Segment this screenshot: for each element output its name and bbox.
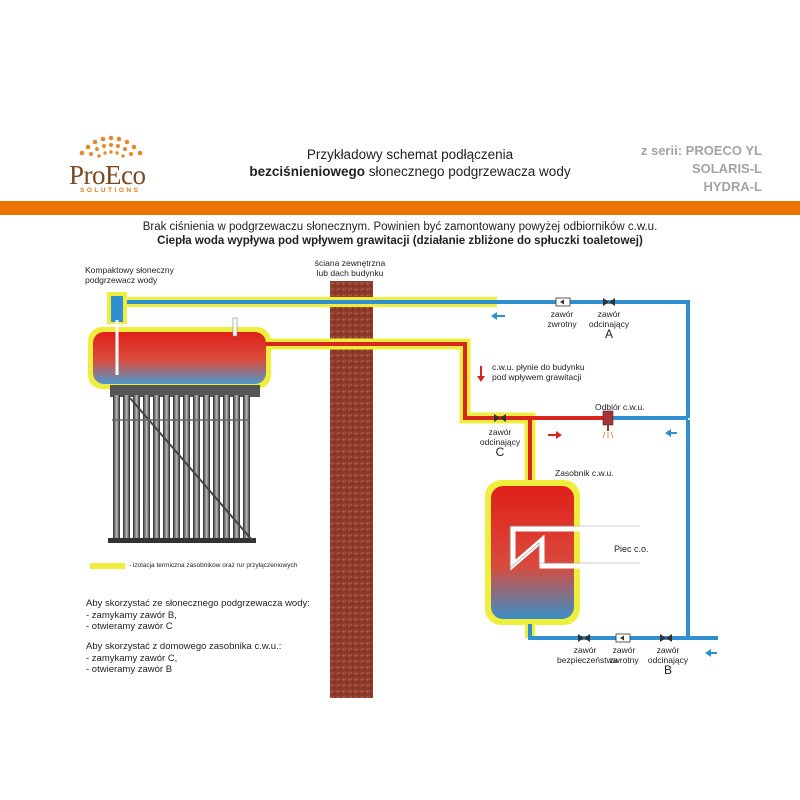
instructions-solar-title: Aby skorzystać ze słonecznego podgrzewac…	[86, 598, 310, 609]
check-valve-bottom-label-line1: zawór	[612, 645, 636, 655]
flow-arrow-cold-bottom	[705, 649, 717, 657]
wall-label-line2: lub dach budynku	[316, 268, 384, 278]
shutoff-valve-a-label-line1: zawór	[597, 309, 621, 319]
hot-pipe	[266, 342, 610, 420]
sun-rays-icon	[79, 135, 143, 158]
logo-text: ProEco	[69, 160, 146, 190]
solar-heater-tank	[93, 332, 266, 384]
shutoff-valve-b	[660, 634, 672, 642]
instructions-home: Aby skorzystać z domowego zasobnika c.w.…	[86, 641, 281, 676]
check-valve-bottom	[615, 633, 631, 643]
boiler-coil-outline	[509, 525, 640, 569]
safety-valve	[578, 634, 590, 642]
shutoff-valve-c-label-line2: odcinający	[479, 437, 521, 447]
wall-label: ściana zewnętrzna lub dach budynku	[300, 258, 400, 278]
check-valve-top-label-line2: zwrotny	[547, 319, 577, 329]
intro-line2: Ciepła woda wypływa pod wpływem grawitac…	[157, 235, 643, 247]
outlet-label: Odbiór c.w.u.	[595, 402, 645, 412]
instructions-home-step2: - otwieramy zawór B	[86, 664, 173, 675]
building-wall	[330, 281, 373, 698]
title-rest: słonecznego podgrzewacza wody	[364, 164, 571, 179]
header-accent-bar	[0, 201, 800, 215]
instructions-solar-step1: - zamykamy zawór B,	[86, 609, 177, 621]
vacuum-tube-collector	[108, 385, 260, 543]
check-valve-bottom-label: zawór zwrotny	[602, 645, 646, 665]
insulation-legend-swatch	[90, 563, 125, 569]
safety-valve-label-line1: zawór	[573, 645, 597, 655]
instructions-home-title: Aby skorzystać z domowego zasobnika c.w.…	[86, 641, 282, 652]
flow-arrow-cold-top	[491, 312, 505, 320]
instructions-home-step1: - zamykamy zawór C,	[86, 652, 178, 664]
check-valve-top	[555, 297, 571, 307]
flow-arrow-cold-right	[665, 429, 677, 437]
check-valve-bottom-label-line2: zwrotny	[609, 655, 639, 665]
heater-inlet	[111, 296, 123, 322]
shutoff-valve-b-label-line1: zawór	[656, 645, 680, 655]
valve-letter-c: C	[495, 445, 505, 459]
boiler-label: Piec c.o.	[614, 544, 649, 554]
flow-arrow-hot-down	[477, 366, 485, 382]
instructions-solar: Aby skorzystać ze słonecznego podgrzewac…	[86, 598, 310, 633]
flow-note: c.w.u. płynie do budynku pod wpływem gra…	[492, 362, 585, 382]
insulation-legend-text: - izolacja termiczna zasobników oraz rur…	[129, 562, 298, 569]
intro-line1: Brak ciśnienia w podgrzewaczu słonecznym…	[142, 221, 658, 233]
outlet-tap	[602, 410, 614, 439]
page-title-line1: Przykładowy schemat podłączenia	[306, 147, 514, 162]
check-valve-top-label-line1: zawór	[550, 309, 574, 319]
cold-pipe-top	[117, 300, 690, 418]
valve-letter-b: B	[663, 663, 672, 677]
shutoff-valve-b-label: zawór odcinający B	[643, 645, 693, 677]
shutoff-valve-a-label-line2: odcinający	[588, 319, 630, 329]
series-line-1: z serii: PROECO YL	[640, 143, 762, 158]
safety-valve-label: zawór bezpieczeństwa	[557, 645, 618, 665]
logo: ProEco SOLUTIONS	[66, 130, 156, 194]
cold-supply-pipe	[528, 624, 718, 640]
shutoff-valve-a-label: zawór odcinający A	[585, 309, 633, 341]
shutoff-valve-a	[603, 298, 615, 306]
heater-label: Kompaktowy słoneczny podgrzewacz wody	[85, 265, 174, 285]
flow-arrow-hot-right	[548, 431, 562, 439]
check-valve-top-label: zawór zwrotny	[538, 309, 586, 329]
series-list: z serii: PROECO YL SOLARIS-L HYDRA-L	[641, 142, 762, 196]
title-bold-word: bezciśnieniowego	[249, 164, 365, 179]
storage-tank	[491, 486, 574, 619]
heater-label-line2: podgrzewacz wody	[85, 275, 158, 285]
shutoff-valve-c-label: zawór odcinający C	[476, 427, 524, 459]
insulated-hot-pipe	[266, 338, 536, 482]
wall-label-line1: ściana zewnętrzna	[314, 258, 386, 268]
shutoff-valve-c-label-line1: zawór	[488, 427, 512, 437]
series-line-2: SOLARIS-L	[691, 161, 762, 176]
series-line-3: HYDRA-L	[703, 179, 763, 194]
flow-note-line2: pod wpływem grawitacji	[492, 372, 582, 382]
logo-subtitle: SOLUTIONS	[80, 187, 141, 194]
flow-note-line1: c.w.u. płynie do budynku	[492, 362, 585, 372]
page-title-line2: bezciśnieniowego słonecznego podgrzewacz…	[200, 164, 620, 179]
safety-valve-label-line2: bezpieczeństwa	[557, 655, 618, 665]
tank-label: Zasobnik c.w.u.	[555, 468, 614, 478]
heater-label-line1: Kompaktowy słoneczny	[85, 265, 174, 275]
shutoff-valve-c	[494, 414, 506, 422]
boiler-coil	[510, 526, 640, 571]
instructions-solar-step2: - otwieramy zawór C	[86, 621, 173, 632]
shutoff-valve-b-label-line2: odcinający	[647, 655, 689, 665]
valve-letter-a: A	[604, 327, 613, 341]
heater-vent	[232, 317, 238, 337]
